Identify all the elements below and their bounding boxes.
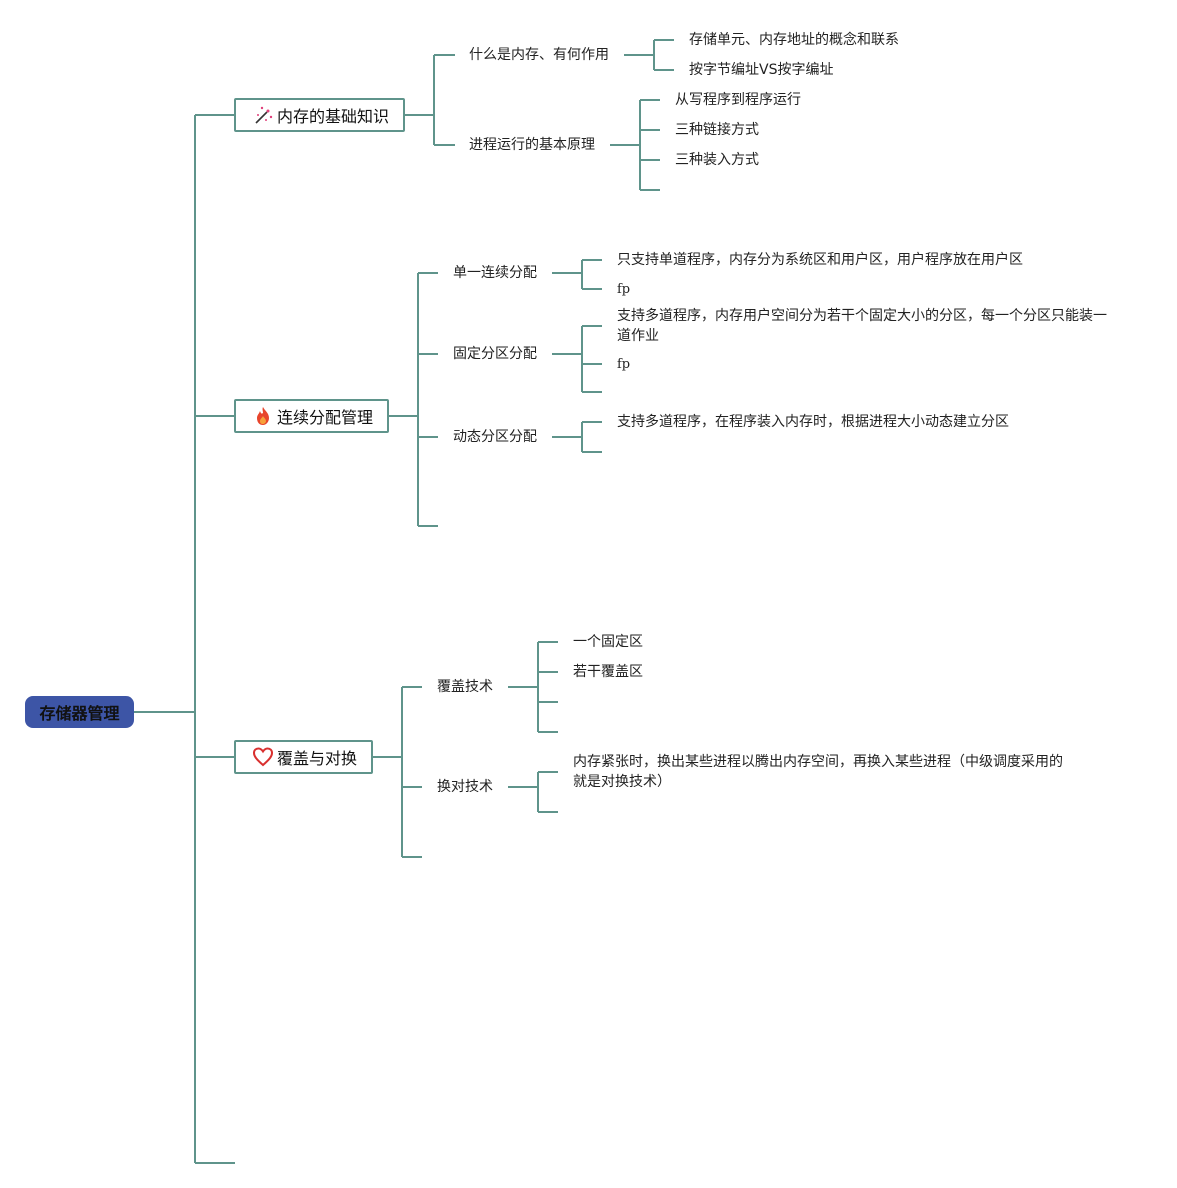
topic-what-is-memory[interactable]: 什么是内存、有何作用: [469, 47, 609, 63]
leaf-multi-fixed[interactable]: 支持多道程序，内存用户空间分为若干个固定大小的分区，每一个分区只能装一道作业: [617, 308, 1107, 344]
leaf-fp[interactable]: fp: [617, 357, 631, 372]
leaf-link-modes[interactable]: 三种链接方式: [675, 122, 759, 138]
topic-overlay[interactable]: 覆盖技术: [437, 679, 493, 695]
leaf-storage-unit[interactable]: 存储单元、内存地址的概念和联系: [689, 32, 899, 48]
heart-icon: [252, 747, 274, 767]
branch-memory-basics[interactable]: 内存的基础知识: [234, 98, 405, 132]
leaf-multi-dynamic[interactable]: 支持多道程序，在程序装入内存时，根据进程大小动态建立分区: [617, 414, 1009, 430]
leaf-swap-description[interactable]: 内存紧张时，换出某些进程以腾出内存空间，再换入某些进程（中级调度采用的就是对换技…: [573, 754, 1063, 790]
leaf-fixed-area[interactable]: 一个固定区: [573, 634, 643, 650]
leaf-fp[interactable]: fp: [617, 282, 631, 297]
leaf-byte-vs-word[interactable]: 按字节编址VS按字编址: [689, 62, 834, 78]
fire-icon: [252, 406, 274, 426]
branch-label: 连续分配管理: [277, 408, 374, 427]
leaf-load-modes[interactable]: 三种装入方式: [675, 152, 759, 168]
leaf-single-program[interactable]: 只支持单道程序，内存分为系统区和用户区，用户程序放在用户区: [617, 252, 1023, 268]
leaf-write-to-run[interactable]: 从写程序到程序运行: [675, 92, 801, 108]
branch-label: 覆盖与对换: [277, 749, 358, 768]
sparkle-icon: [252, 105, 274, 125]
topic-fixed-partition[interactable]: 固定分区分配: [453, 346, 537, 362]
root-topic[interactable]: 存储器管理: [25, 696, 134, 728]
branch-label: 内存的基础知识: [277, 107, 390, 126]
branch-overlay-swap[interactable]: 覆盖与对换: [234, 740, 373, 774]
topic-single-contiguous[interactable]: 单一连续分配: [453, 265, 537, 281]
topic-swap[interactable]: 换对技术: [437, 779, 493, 795]
leaf-overlay-areas[interactable]: 若干覆盖区: [573, 664, 643, 680]
branch-contiguous-allocation[interactable]: 连续分配管理: [234, 399, 389, 433]
topic-process-principle[interactable]: 进程运行的基本原理: [469, 137, 595, 153]
topic-dynamic-partition[interactable]: 动态分区分配: [453, 429, 537, 445]
